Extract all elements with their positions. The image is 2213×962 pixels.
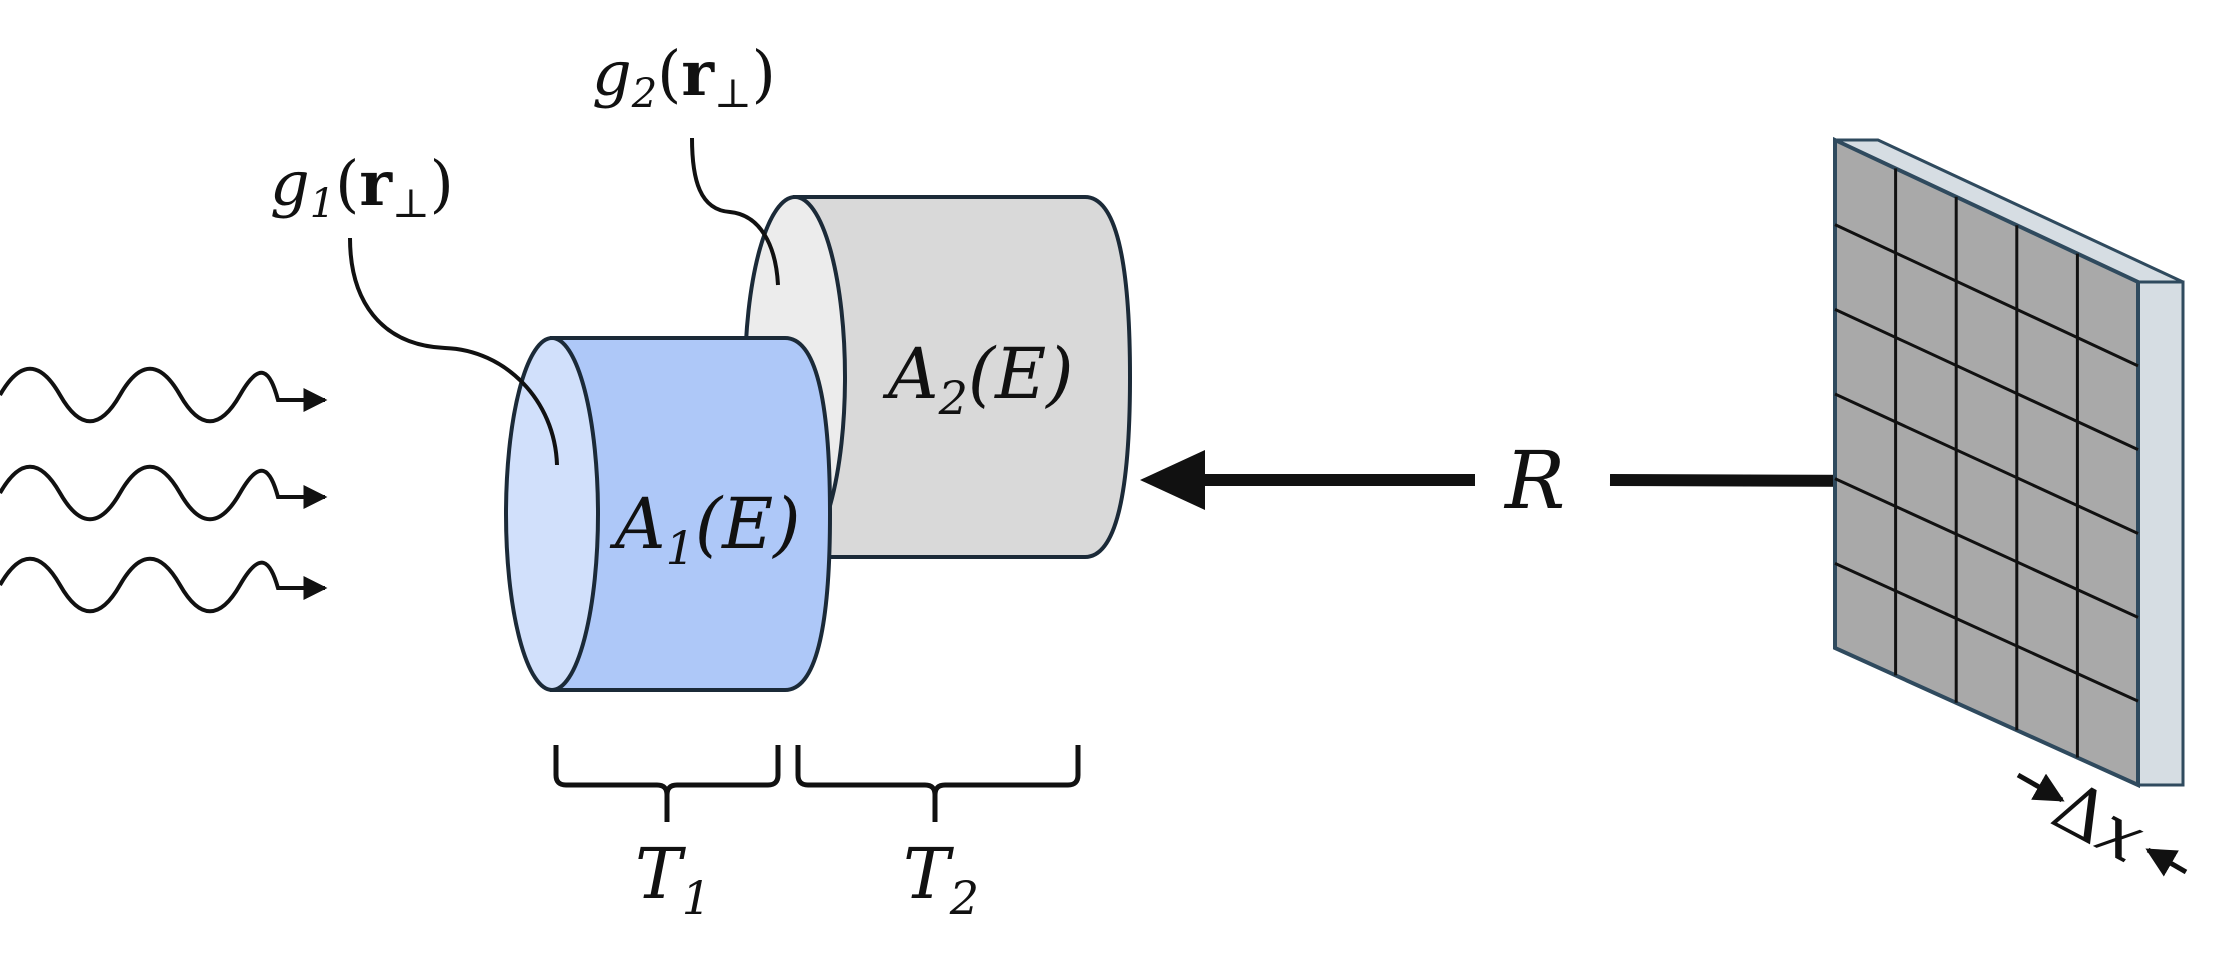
wave-arrow-icon xyxy=(0,366,328,424)
detector-side-edge xyxy=(2136,280,2185,787)
cylinder-1 xyxy=(504,336,833,692)
dx-arrow-right xyxy=(2145,847,2188,877)
thickness-braces xyxy=(553,745,1081,822)
incoming-waves xyxy=(0,366,328,614)
detector xyxy=(1833,136,2185,789)
wave-arrow-icon xyxy=(0,464,328,522)
g1-label: g1(r⊥) xyxy=(270,147,454,227)
cylinder-1-face xyxy=(504,336,600,692)
detector-grid-icon xyxy=(1834,168,2139,758)
cylinder-1-body xyxy=(550,336,833,692)
a1-label: A1(E) xyxy=(609,483,801,575)
left-arrowhead xyxy=(1140,450,1205,510)
cylinder-2-body xyxy=(793,195,1133,559)
dx-arrow-left xyxy=(2016,772,2065,803)
brace-icon xyxy=(553,745,781,822)
detector-row-line xyxy=(1834,561,2139,703)
detector-row-line xyxy=(1834,307,2139,452)
g2-label: g2(r⊥) xyxy=(592,37,776,117)
detector-row-line xyxy=(1834,223,2139,368)
detector-row-line xyxy=(1834,477,2139,619)
a2-label: A2(E) xyxy=(882,333,1074,425)
g2-leader-line xyxy=(690,137,780,286)
brace-icon xyxy=(795,745,1081,822)
distance-label: R xyxy=(1503,434,1565,527)
g1-leader-line xyxy=(348,237,559,466)
detector-row-line xyxy=(1834,392,2139,535)
t1-label: T1 xyxy=(635,833,711,925)
t2-label: T2 xyxy=(903,833,979,925)
wave-arrow-icon xyxy=(0,556,328,614)
